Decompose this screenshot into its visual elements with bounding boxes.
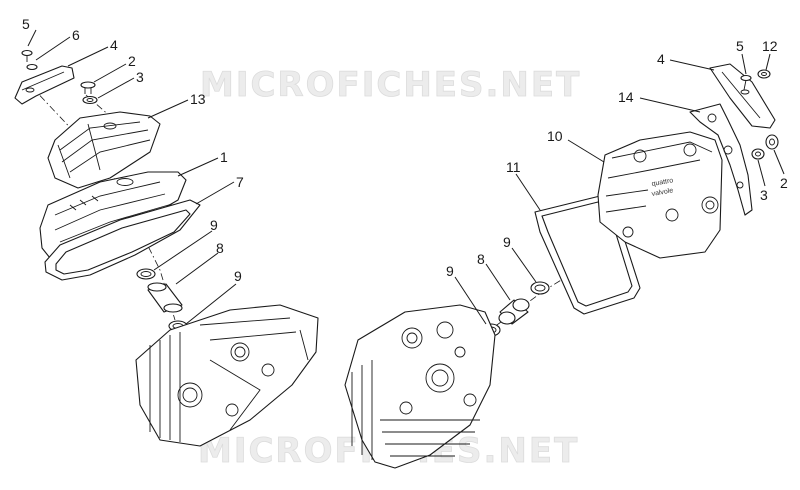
left-head-cover-1: [39, 171, 187, 259]
leader-left-5: [27, 29, 37, 47]
left-oring-9-upper: [136, 268, 156, 280]
leader-left-8: [175, 252, 219, 285]
callout-left-13: 13: [190, 91, 206, 107]
left-cover-plate-4: [14, 65, 75, 105]
leader-left-3: [97, 77, 135, 99]
callout-mid-11: 11: [506, 159, 521, 175]
leader-right-12: [765, 53, 771, 71]
leader-right-14: [639, 97, 701, 113]
callout-right-5: 5: [736, 38, 744, 54]
right-washer-2: [765, 134, 779, 150]
leader-left-9b: [185, 283, 237, 325]
center-spacer-8: [498, 298, 530, 325]
leader-right-2: [773, 149, 785, 175]
leader-mid-9a: [454, 276, 487, 325]
right-cam-cover-10: quattro valvole: [597, 131, 723, 259]
callout-left-2: 2: [128, 53, 136, 69]
callout-mid-9b: 9: [503, 234, 511, 250]
callout-left-6: 6: [72, 27, 80, 43]
left-washer-6: [26, 63, 38, 71]
left-washer-2: [80, 81, 96, 94]
left-spacer-8: [147, 282, 183, 313]
leader-left-1: [177, 157, 219, 177]
right-screw-5: [740, 74, 752, 91]
right-bracket-14: [689, 103, 753, 216]
callout-right-4: 4: [657, 51, 665, 67]
callout-left-5: 5: [22, 16, 30, 32]
callout-right-3: 3: [760, 187, 768, 203]
callout-left-1: 1: [220, 149, 228, 165]
callout-left-4: 4: [110, 37, 118, 53]
leader-right-10: [567, 139, 605, 163]
callout-left-7: 7: [236, 174, 244, 190]
cover-label-line2: valvole: [651, 187, 674, 198]
callout-right-14: 14: [618, 89, 634, 105]
callout-left-8: 8: [216, 240, 224, 256]
leader-left-4: [67, 46, 109, 67]
callout-left-9a: 9: [210, 217, 218, 233]
watermark-top: MICROFICHES.NET: [200, 65, 581, 105]
leader-mid-8: [485, 263, 511, 301]
callout-left-9b: 9: [234, 268, 242, 284]
callout-right-2: 2: [780, 175, 788, 191]
left-grommet-3: [82, 95, 98, 105]
center-cylinder-head: [344, 304, 496, 469]
leader-left-7: [195, 181, 235, 205]
cover-label-line1: quattro: [651, 177, 674, 188]
center-oring-9-upper: [530, 281, 550, 295]
right-cover-plate-4: [709, 63, 776, 129]
left-gasket-7: [44, 199, 201, 281]
leader-right-3: [757, 159, 766, 187]
left-upper-cover-13: [47, 111, 161, 189]
leader-mid-9b: [511, 247, 537, 283]
leader-right-4: [669, 59, 715, 71]
leader-left-6: [35, 36, 71, 61]
right-grommet-3: [751, 148, 765, 160]
callout-right-10: 10: [547, 128, 563, 144]
leader-left-9a: [153, 230, 213, 271]
right-washer-12: [757, 69, 771, 79]
callout-left-3: 3: [136, 69, 144, 85]
leader-left-13: [147, 99, 189, 119]
callout-right-12: 12: [762, 38, 778, 54]
left-cylinder-head: [135, 304, 319, 447]
leader-right-5: [741, 53, 747, 75]
leader-mid-11: [515, 173, 541, 211]
left-screw-5: [21, 49, 33, 62]
callout-mid-9a: 9: [446, 263, 454, 279]
callout-mid-8: 8: [477, 251, 485, 267]
leader-left-2: [93, 63, 127, 83]
